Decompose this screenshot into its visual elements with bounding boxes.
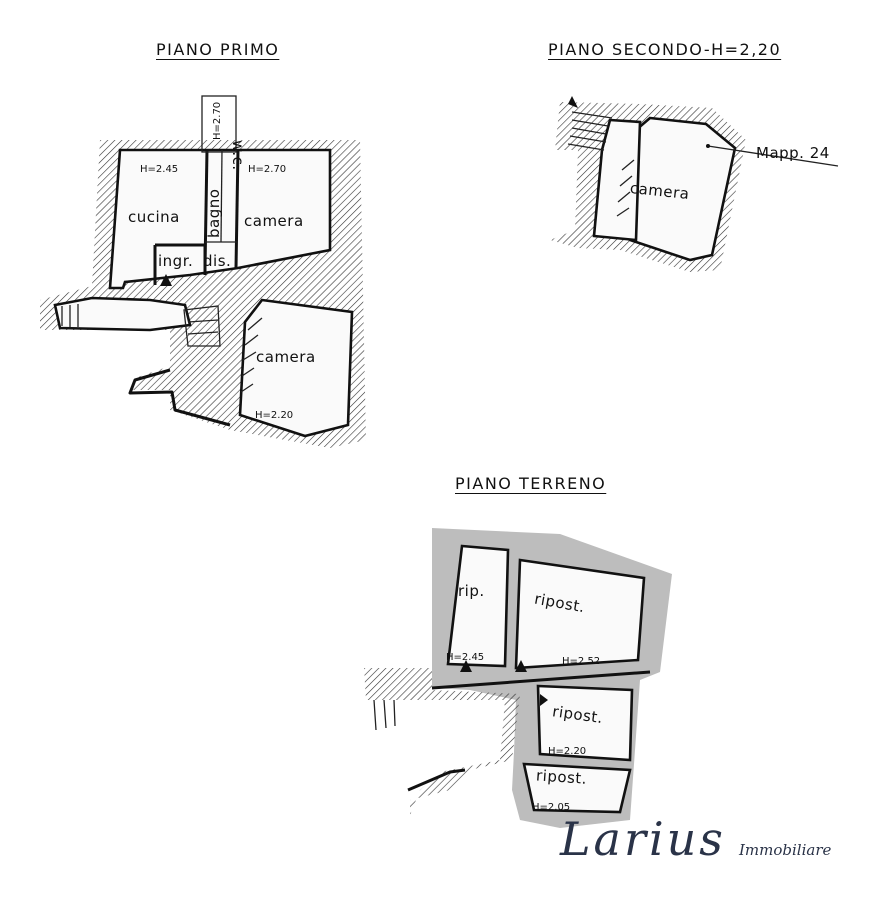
primo-wc-label: w.c. [229,140,247,171]
secondo-mapp-dot [706,144,710,148]
primo-wall-bagno-camera [234,149,240,269]
terreno-outer-hatch [364,668,520,815]
terreno-ripost1-height: H=2.52 [562,656,600,667]
primo-lower-camera-stair [240,317,263,393]
title-piano-primo: PIANO PRIMO [156,40,280,59]
terreno-ripost2-height: H=2.20 [548,746,586,757]
primo-wall-bagno-wc [220,149,223,243]
secondo-side-strip [592,118,642,242]
primo-stair-left [61,304,79,327]
secondo-arrow [568,96,578,108]
terreno-ripost-bottom [522,762,632,814]
terreno-corridor-line [431,670,651,690]
primo-bagno-label: bagno [205,189,223,238]
primo-wall-ingr [155,243,207,275]
terreno-arrow-middle [540,694,548,706]
primo-camera2-height: H=2.20 [255,410,293,421]
terreno-ripost-top [514,558,646,670]
primo-entrance-arrow [160,274,172,286]
primo-corridor [53,296,192,332]
primo-dis-label: dis. [203,252,231,270]
terreno-rip-label: rip. [458,582,485,600]
secondo-mapp-label: Mapp. 24 [756,144,830,162]
terreno-ripost3-label: ripost. [536,766,588,788]
primo-wc-height: H=2.70 [212,102,223,140]
brand-tagline: Immobiliare [739,841,832,859]
plan-piano-terreno: rip. H=2.45 ripost. H=2.52 ripost. H=2.2… [364,528,672,828]
primo-cucina-height: H=2.45 [140,164,178,175]
secondo-inner-stair [616,159,635,217]
terreno-entry-steps [373,699,396,731]
terreno-lower-ramp [407,768,466,792]
primo-camera1-height: H=2.70 [248,164,286,175]
primo-cucina-label: cucina [128,208,180,226]
primo-stepped-outline [128,368,231,427]
plan-piano-primo: H=2.45 cucina bagno H=2.70 w.c. H=2.70 c… [40,95,366,448]
title-piano-terreno: PIANO TERRENO [455,474,607,493]
primo-upper-block [108,148,332,290]
terreno-rip-height: H=2.45 [446,652,484,663]
brand-name: Larius [560,812,726,866]
title-piano-secondo: PIANO SECONDO-H=2,20 [548,40,782,59]
terreno-ripost3-height: H=2.05 [532,802,570,813]
secondo-mapp-leader [707,145,839,167]
terreno-rip-room [446,544,510,668]
terreno-ripost-middle [536,684,634,762]
brand-logo: Larius Immobiliare [560,812,831,866]
primo-camera1-label: camera [244,212,304,230]
primo-camera2-label: camera [256,348,316,366]
secondo-stair [567,111,613,151]
primo-vent-stack [201,95,237,153]
primo-ingr-label: ingr. [158,252,193,270]
primo-stair-center [183,305,221,347]
terreno-arrow-rip [460,660,472,672]
terreno-arrow-ripost [515,660,527,672]
plan-piano-secondo: camera Mapp. 24 [550,96,839,272]
primo-lower-camera [238,298,354,438]
